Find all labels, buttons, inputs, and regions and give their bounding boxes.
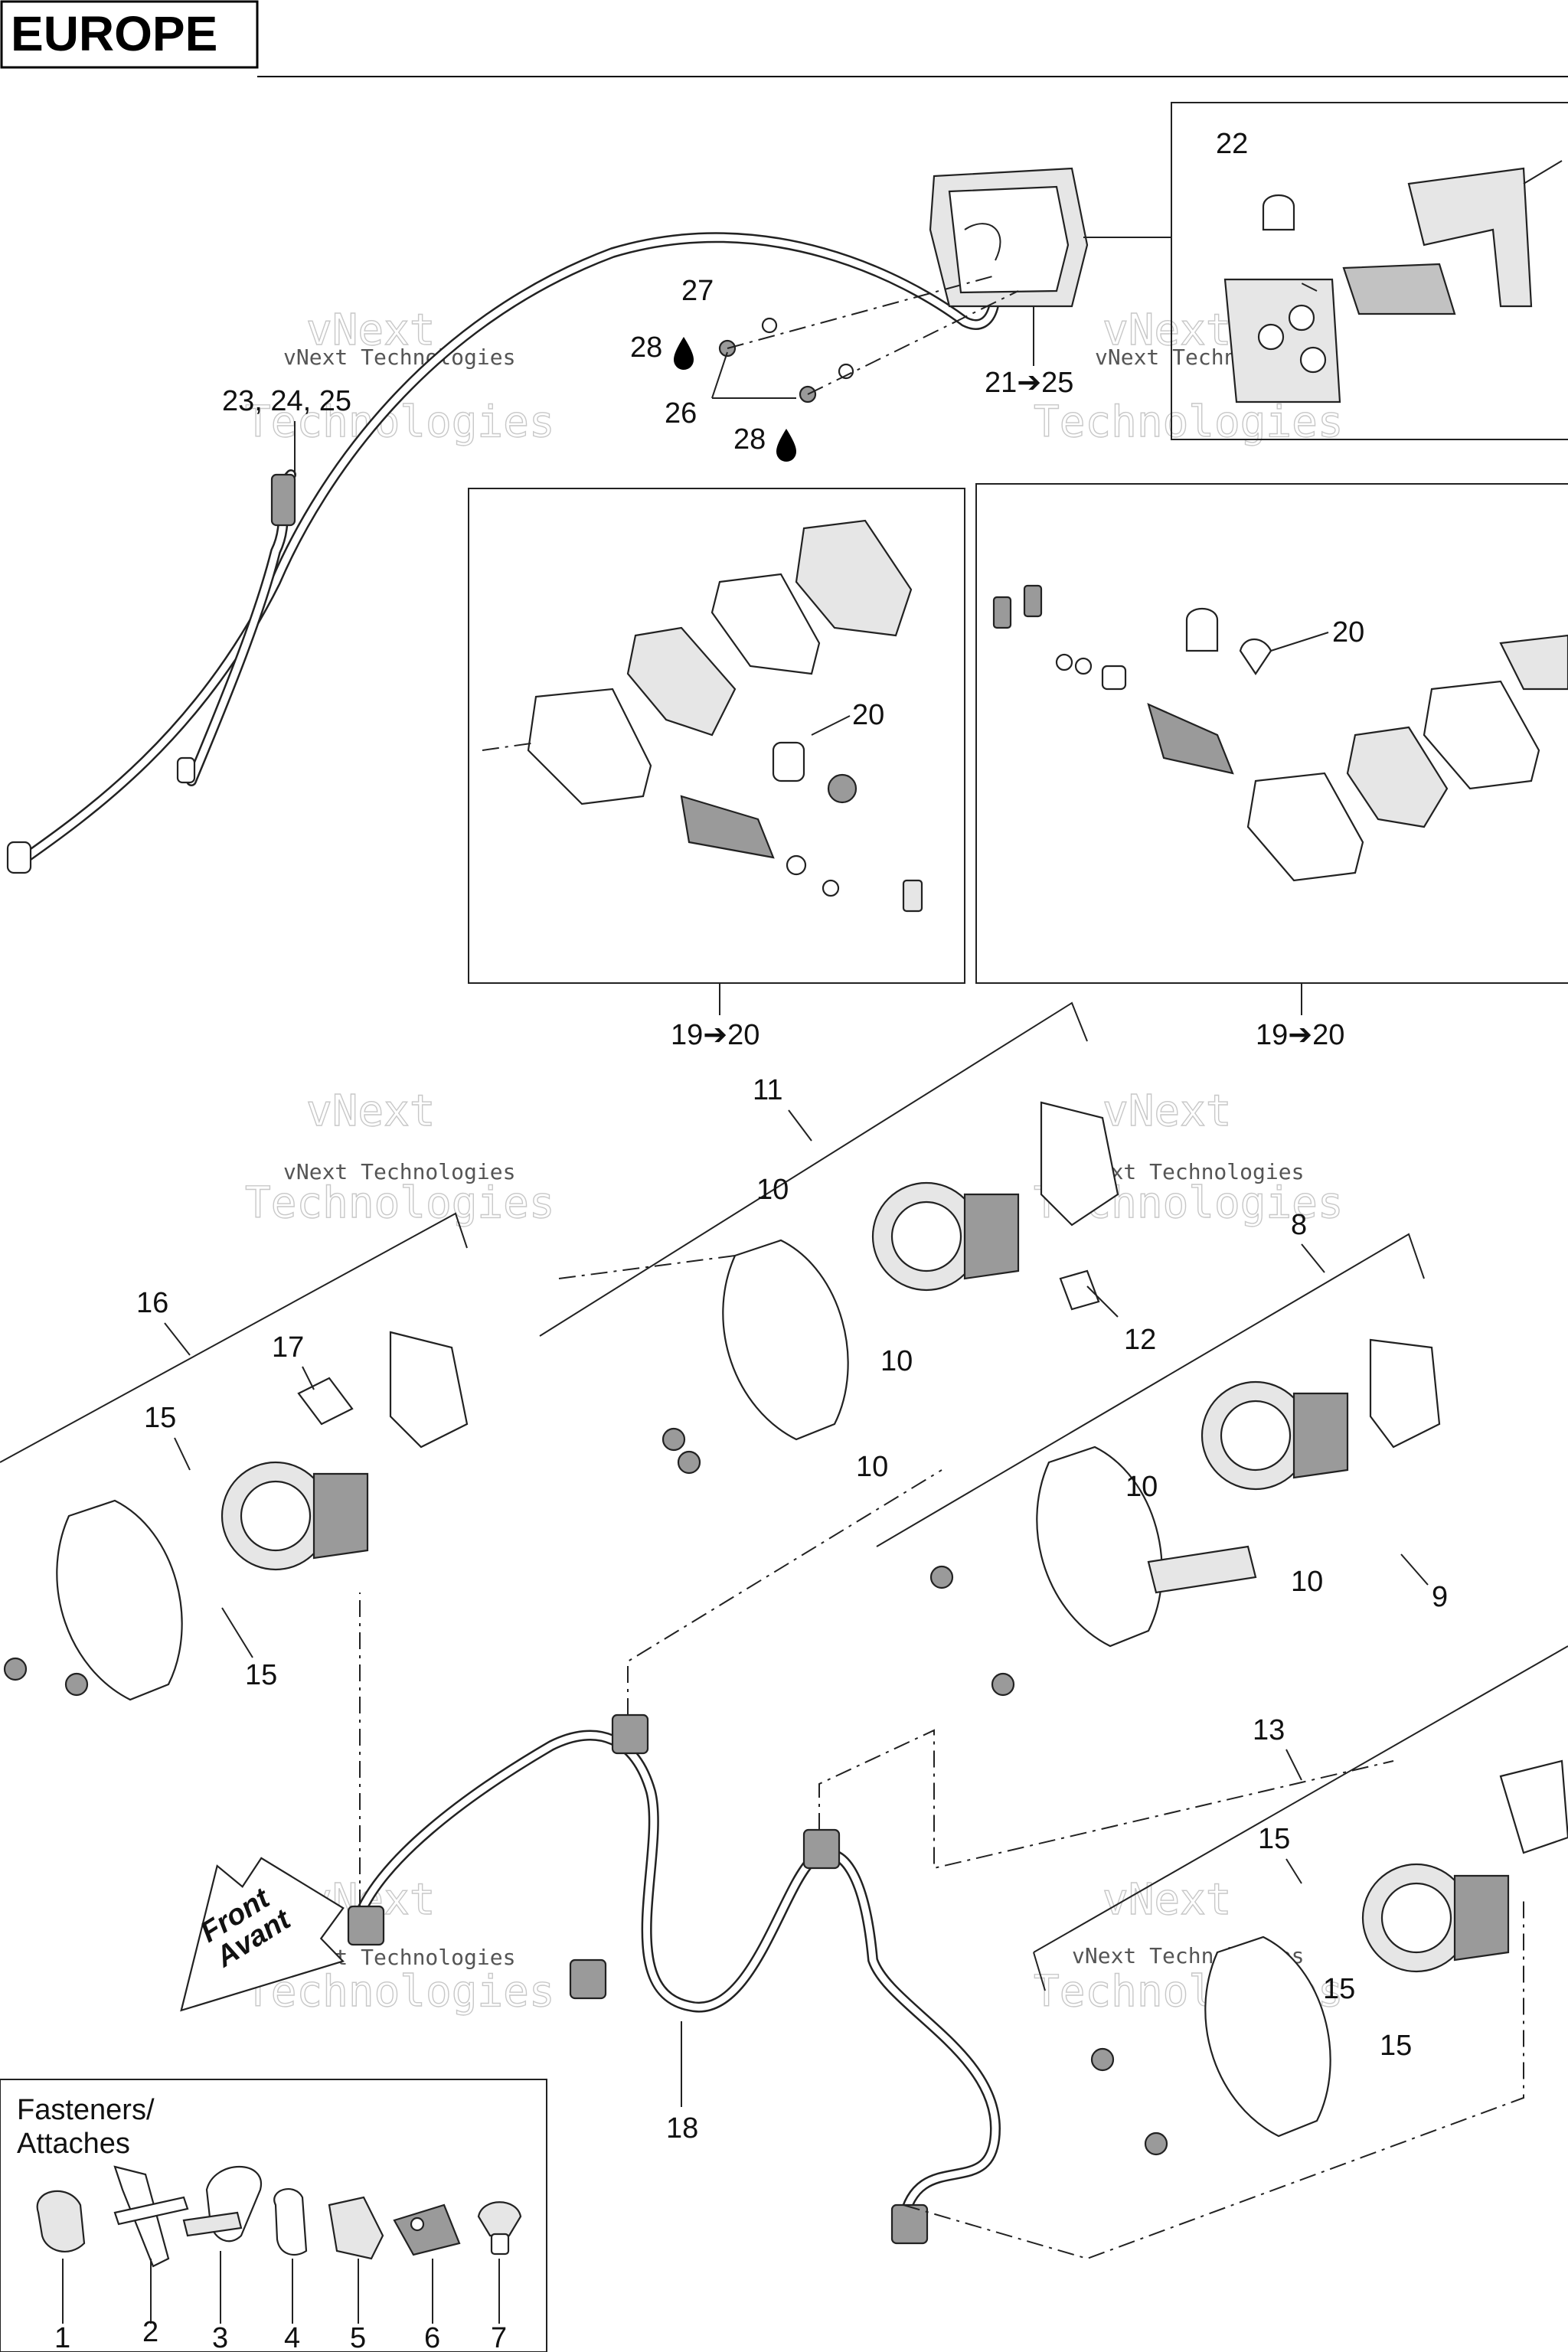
tail-light-detail-parts xyxy=(1223,160,1563,403)
turn-signal-left-parts xyxy=(482,519,923,913)
front-harness-wire xyxy=(347,1469,1524,2260)
callout-13: 13 xyxy=(1253,1714,1285,1746)
svg-text:Technologies: Technologies xyxy=(245,1178,555,1228)
svg-text:vNext: vNext xyxy=(306,305,436,355)
callout-20: 20 xyxy=(852,699,884,731)
callout-11: 11 xyxy=(753,1074,782,1106)
region-title-box xyxy=(0,0,259,69)
svg-text:Technologies: Technologies xyxy=(245,397,555,447)
callout-18: 18 xyxy=(666,2112,698,2145)
fastener-item-7: 7 xyxy=(491,2322,507,2352)
fastener-number-lines xyxy=(62,2251,500,2324)
watermark: vNext Technologies vNext Technologies xyxy=(1033,1086,1344,1228)
fastener-item-5: 5 xyxy=(350,2322,366,2352)
callout-12: 12 xyxy=(1124,1324,1156,1356)
callout-9: 9 xyxy=(1432,1581,1448,1613)
headlight-assembly-13 xyxy=(1090,1759,1568,2156)
callout-28: 28 xyxy=(733,423,766,456)
assembly-bracket-lines xyxy=(0,982,1568,1991)
headlight-assembly-11 xyxy=(558,1101,1119,1475)
fastener-item-4: 4 xyxy=(284,2322,300,2352)
callout-10: 10 xyxy=(756,1174,789,1206)
callout-15: 15 xyxy=(144,1402,176,1434)
turn-signal-left-box xyxy=(468,488,965,984)
callout-22: 22 xyxy=(1216,128,1248,160)
callout-20: 20 xyxy=(1332,616,1364,648)
callout-15: 15 xyxy=(1258,1823,1290,1855)
callout-10: 10 xyxy=(1125,1471,1158,1503)
tail-light-detail-box xyxy=(1171,102,1568,440)
fastener-labels: 1 2 3 4 5 6 7 xyxy=(54,2316,507,2352)
callout-15: 15 xyxy=(1323,1973,1355,2005)
front-direction-sign: Front Avant xyxy=(180,1857,345,2012)
fastener-item-1: 1 xyxy=(54,2322,70,2352)
callout-28: 28 xyxy=(630,332,662,364)
callout-19-20: 19➔20 xyxy=(1256,1019,1344,1051)
svg-text:vNext: vNext xyxy=(1102,305,1232,355)
fastener-item-3: 3 xyxy=(212,2322,228,2352)
callout-15: 15 xyxy=(245,1659,277,1691)
turn-signal-right-box xyxy=(975,483,1568,984)
tail-light-assembly xyxy=(929,167,1089,308)
svg-text:vNext Technologies: vNext Technologies xyxy=(283,1159,515,1184)
watermark: vNext Technologies vNext Technologies xyxy=(244,1086,555,1228)
tail-light-hardware xyxy=(718,275,1019,403)
svg-text:vNext Technologies: vNext Technologies xyxy=(283,345,515,370)
fasteners-box xyxy=(0,2079,547,2352)
callout-23-24-25: 23, 24, 25 xyxy=(222,385,351,417)
oil-drop-icon xyxy=(776,429,796,462)
fastener-item-2: 2 xyxy=(142,2316,158,2348)
callout-26: 26 xyxy=(665,397,697,430)
callout-16: 16 xyxy=(136,1287,168,1319)
svg-text:vNext: vNext xyxy=(1102,1086,1232,1136)
turn-signal-right-parts xyxy=(992,584,1568,882)
callout-10: 10 xyxy=(1291,1566,1323,1598)
rear-harness-wire xyxy=(6,232,1001,874)
svg-text:vNext: vNext xyxy=(306,1086,436,1136)
watermark: vNext Technologies vNext Technologies xyxy=(244,305,555,447)
callout-8: 8 xyxy=(1291,1209,1307,1241)
headlight-assembly-8 xyxy=(929,1338,1441,1697)
svg-text:vNext: vNext xyxy=(1102,1875,1232,1925)
oil-drop-icon xyxy=(674,337,694,370)
callout-27: 27 xyxy=(681,275,714,307)
fastener-item-6: 6 xyxy=(424,2322,440,2352)
callout-21-25: 21➔25 xyxy=(985,367,1073,399)
fasteners-title: Fasteners/ xyxy=(17,2094,155,2126)
fastener-icons xyxy=(36,2165,522,2268)
headlight-assembly-16 xyxy=(3,1331,469,1701)
fasteners-subtitle: Attaches xyxy=(17,2128,130,2160)
callout-15: 15 xyxy=(1380,2030,1412,2062)
callout-10: 10 xyxy=(880,1345,913,1377)
callout-labels: 22 27 28 26 28 21➔25 23, 24, 25 20 20 19… xyxy=(136,128,1448,2145)
callout-10: 10 xyxy=(856,1451,888,1483)
callout-19-20: 19➔20 xyxy=(671,1019,760,1051)
region-title: EUROPE xyxy=(11,6,217,61)
callout-17: 17 xyxy=(272,1331,304,1364)
